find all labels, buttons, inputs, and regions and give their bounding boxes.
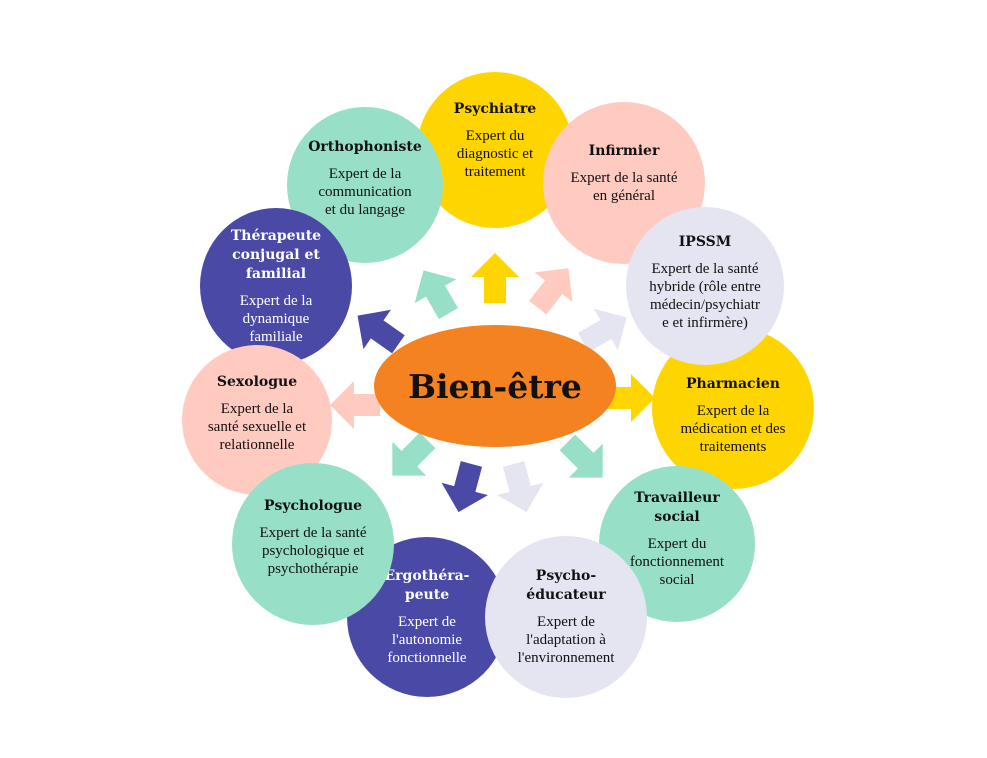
- circle-title: Psycho- éducateur: [526, 568, 606, 603]
- circle-title: Sexologue: [216, 373, 298, 390]
- circle-description: Expert de la santé psychologique et psyc…: [259, 524, 367, 577]
- arrow-icon: [471, 253, 519, 303]
- circle-description: Expert de la santé en général: [570, 169, 678, 204]
- circle-title: Ergothéra- peute: [384, 568, 470, 603]
- center-ellipse: Bien-être: [374, 325, 616, 447]
- circle-description: Expert de l'adaptation à l'environnement: [517, 614, 615, 666]
- circle-ipssm: IPSSM Expert de la santé hybride (rôle e…: [626, 207, 784, 365]
- circle-psychiatre: Psychiatre Expert du diagnostic et trait…: [417, 72, 573, 228]
- circle-description: Expert de la santé hybride (rôle entre m…: [649, 260, 761, 331]
- arrow-icon: [550, 425, 619, 494]
- arrow-icon: [519, 254, 588, 323]
- circle-description: Expert du diagnostic et traitement: [456, 127, 534, 180]
- arrow-icon: [344, 296, 412, 364]
- circle-title: Travailleur social: [634, 490, 720, 525]
- circle-psychologue: Psychologue Expert de la santé psycholog…: [232, 463, 394, 625]
- circle-description: Expert de la communication et du langage: [318, 165, 412, 218]
- circle-title: Psychologue: [263, 497, 363, 514]
- circle-title: IPSSM: [678, 233, 732, 250]
- circle-title: Psychiatre: [453, 100, 537, 117]
- center-label: Bien-être: [408, 366, 582, 406]
- circle-description: Expert de l'autonomie fonctionnelle: [387, 614, 467, 666]
- arrow-icon: [330, 381, 380, 429]
- circle-description: Expert de la dynamique familiale: [239, 292, 313, 345]
- circle-description: Expert de la santé sexuelle et relationn…: [207, 400, 307, 453]
- circle-description: Expert du fonctionnement social: [629, 536, 725, 588]
- circle-title: Thérapeute conjugal et familial: [230, 227, 322, 282]
- circle-title: Infirmier: [588, 142, 660, 159]
- arrow-icon: [435, 458, 494, 519]
- arrow-icon: [375, 423, 444, 492]
- arrow-icon: [571, 297, 638, 364]
- arrow-icon: [403, 258, 470, 325]
- circle-infirmier: Infirmier Expert de la santé en général: [543, 102, 705, 264]
- circle-sexologue: Sexologue Expert de la santé sexuelle et…: [182, 345, 332, 495]
- arrow-icon: [490, 458, 549, 519]
- circle-description: Expert de la médication et des traitemen…: [680, 402, 786, 455]
- circle-therapeute-conjugal: Thérapeute conjugal et familial Expert d…: [200, 208, 352, 364]
- circle-psychoeducateur: Psycho- éducateur Expert de l'adaptation…: [485, 536, 647, 698]
- circle-title: Pharmacien: [686, 375, 780, 392]
- arrow-icon: [605, 374, 655, 422]
- circle-title: Orthophoniste: [308, 138, 422, 155]
